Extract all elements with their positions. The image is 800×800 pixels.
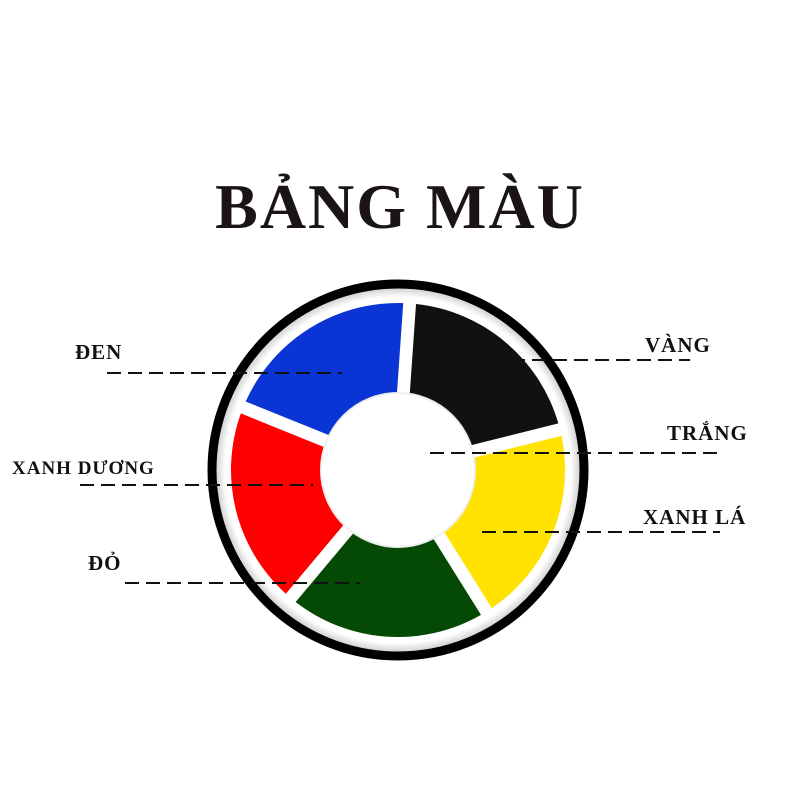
label-yellow: VÀNG [645,333,711,357]
page-title: BẢNG MÀU [215,171,585,242]
label-blue: XANH DƯƠNG [12,458,155,479]
segment-blue [245,303,404,436]
label-green: XANH LÁ [643,505,747,529]
label-white: TRẮNG [667,421,748,445]
segment-red [230,413,345,594]
segment-green [295,532,481,637]
label-red: ĐỎ [88,551,122,575]
label-black: ĐEN [75,340,123,364]
center-white-circle [320,392,476,548]
